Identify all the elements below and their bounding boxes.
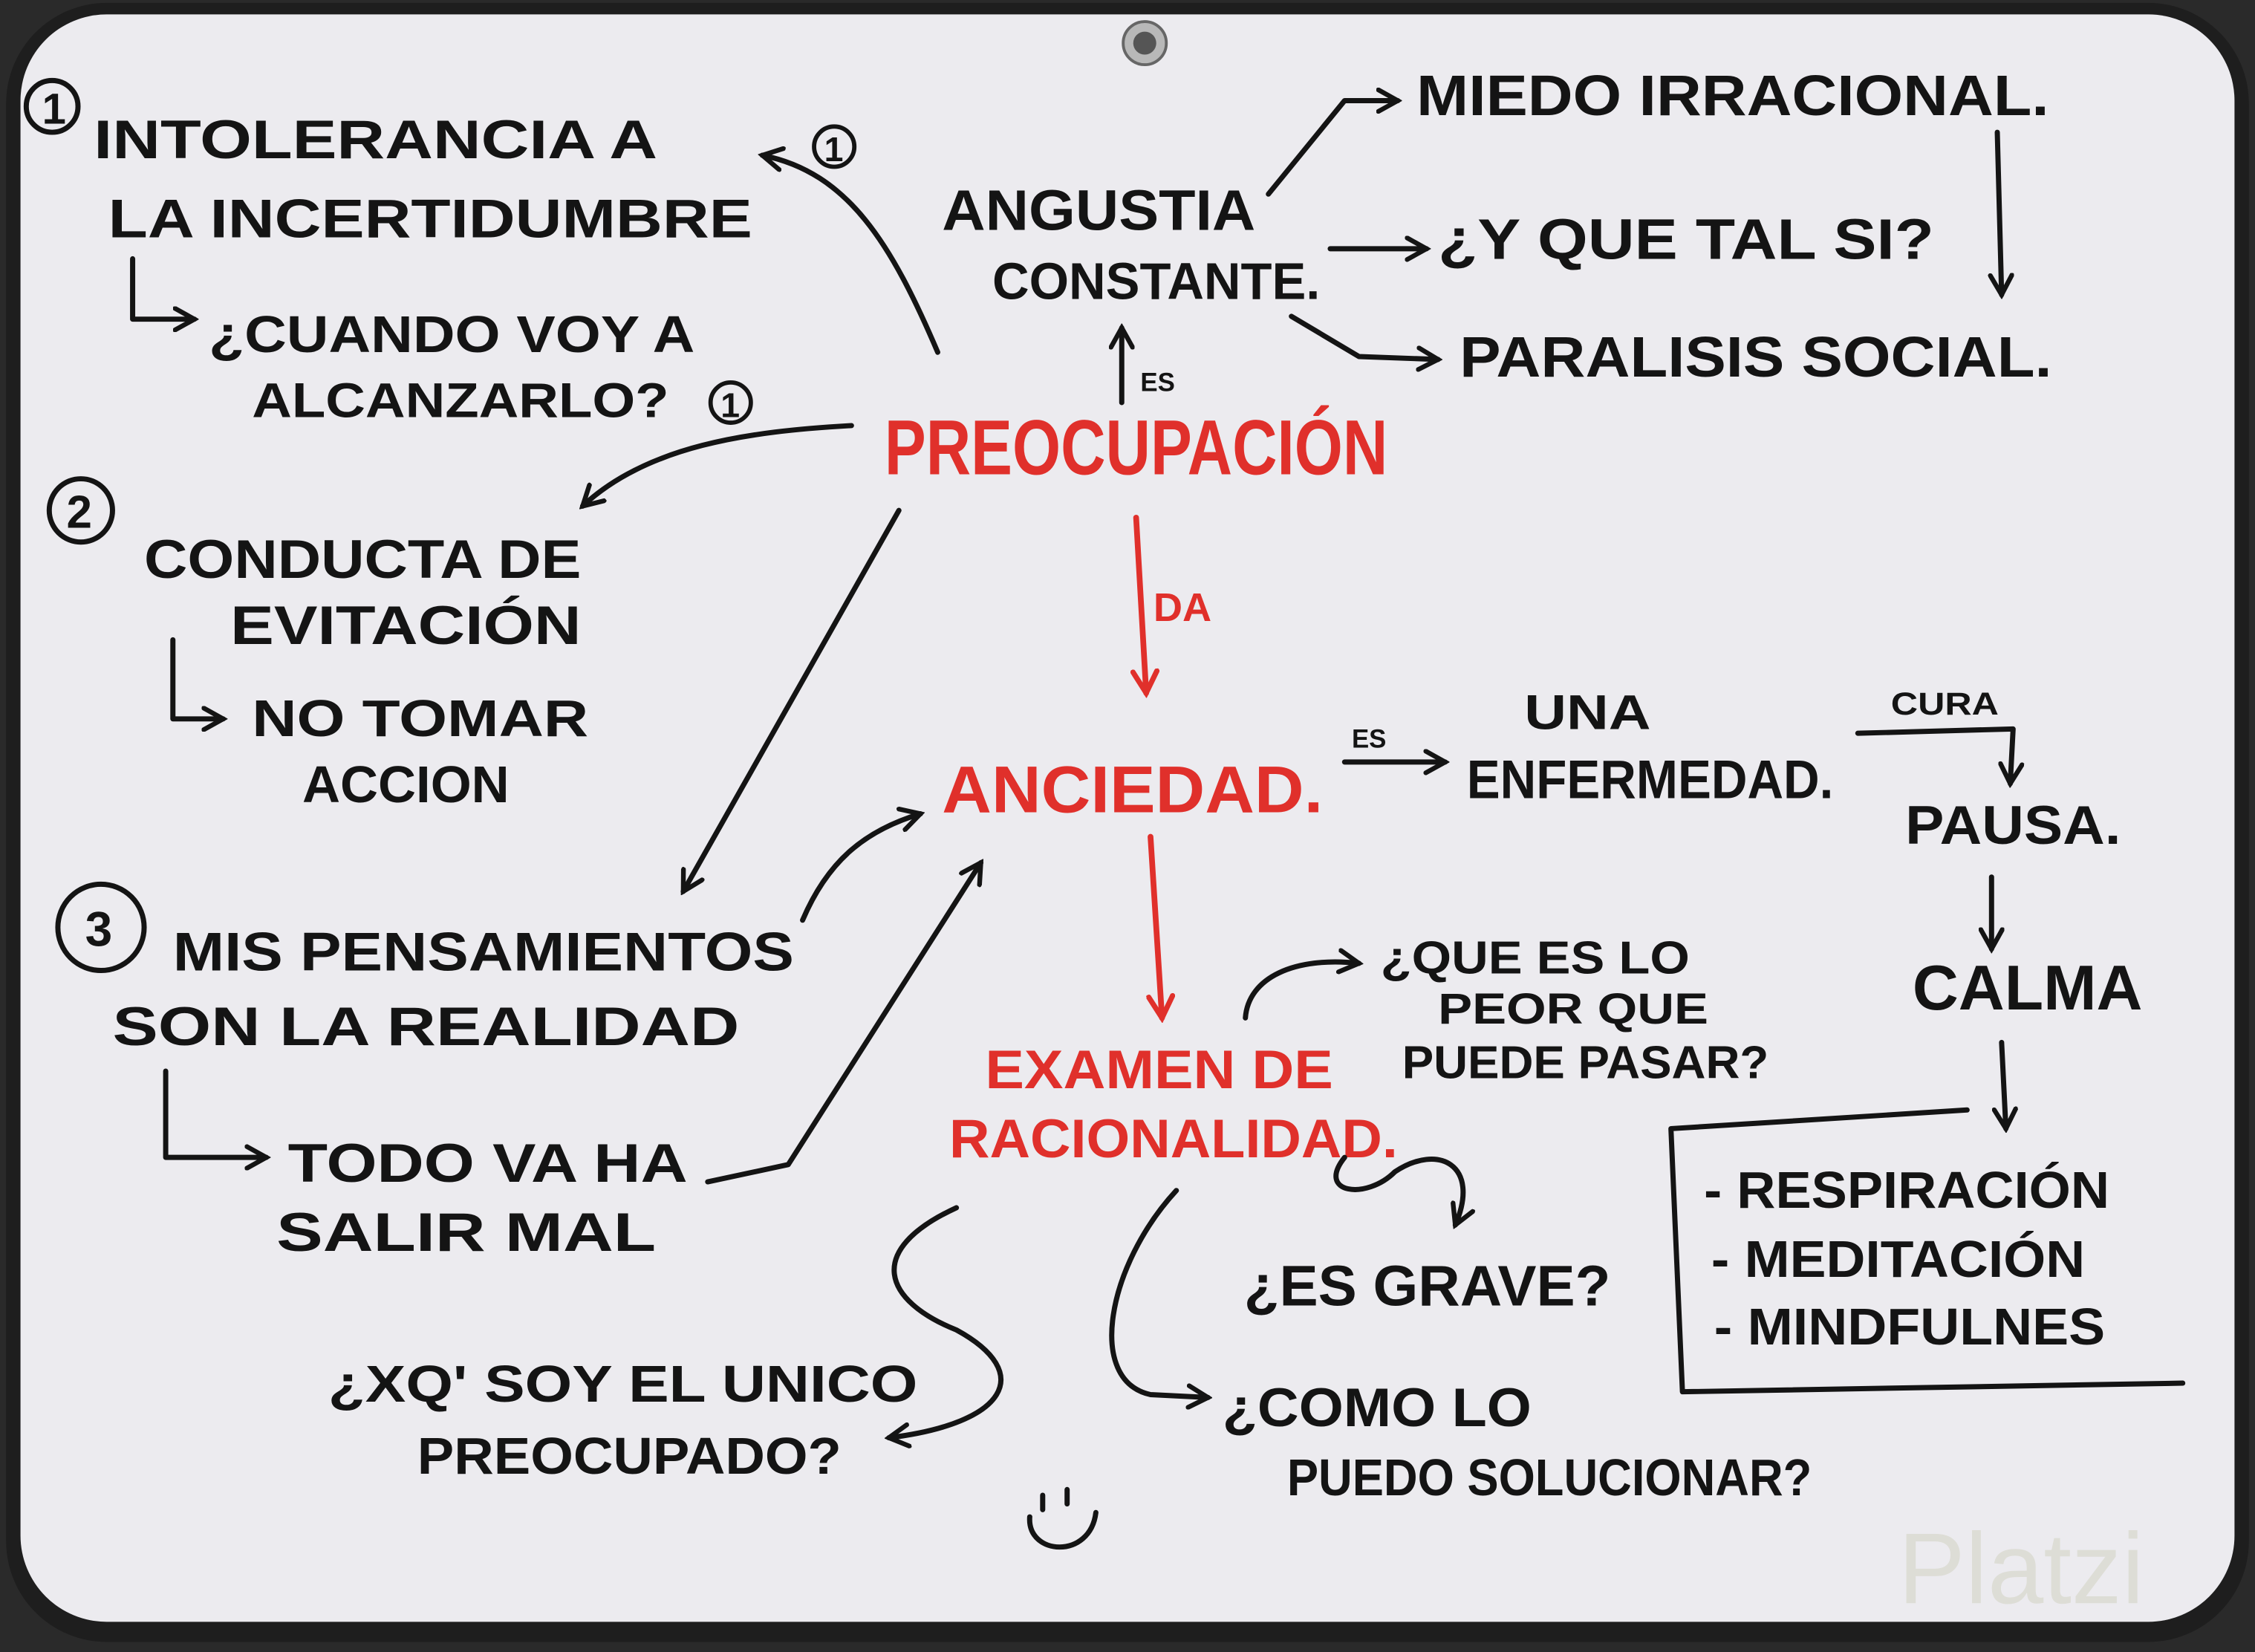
svg-text:1: 1	[42, 85, 66, 133]
enfermedad: ENFERMEDAD.	[1467, 748, 1834, 810]
arrow-conducta-notomar	[170, 637, 224, 718]
peor-line1: ¿QUE ES LO	[1381, 932, 1690, 983]
arrow-mark-2: 1	[708, 380, 753, 425]
mis-pensamientos-line2: SON LA REALIDAD	[112, 995, 739, 1057]
arrow-to-mis-pensamientos	[680, 507, 902, 891]
arrow-examen-xq	[889, 1205, 1003, 1438]
arrow-angustia-paralisis	[1289, 313, 1438, 360]
examen-line1: EXAMEN DE	[985, 1038, 1332, 1100]
arrow-preocupacion-anciedad	[1136, 514, 1147, 693]
todo-line1: TODO VA HA	[288, 1132, 688, 1194]
arrow-calma-techniques	[2002, 1039, 2006, 1128]
una: UNA	[1524, 684, 1650, 739]
xq-line2: PREOCUPADO?	[417, 1427, 842, 1485]
arrow-enfermedad-pausa	[1855, 726, 2013, 784]
intolerancia-line1: INTOLERANCIA A	[94, 108, 657, 170]
cuando-line2: ALCANZARLO?	[252, 372, 668, 427]
cuando-line1: ¿CUANDO VOY A	[209, 305, 694, 363]
xq-line1: ¿XQ' SOY EL UNICO	[328, 1355, 918, 1413]
intolerancia-line2: LA INCERTIDUMBRE	[108, 187, 752, 249]
label-es-up: ES	[1140, 368, 1174, 397]
todo-line2: SALIR MAL	[276, 1201, 656, 1263]
no-tomar-line2: ACCION	[302, 755, 510, 813]
angustia-line1: ANGUSTIA	[942, 179, 1255, 243]
arrow-to-intolerancia	[762, 155, 940, 355]
label-es: ES	[1352, 725, 1386, 754]
angustia-line2: CONSTANTE.	[992, 253, 1320, 310]
svg-text:2: 2	[67, 487, 92, 538]
number-badge-1: 1	[23, 77, 81, 135]
conducta-line2: EVITACIÓN	[230, 594, 581, 656]
number-badge-3: 3	[55, 881, 147, 974]
como-line2: PUEDO SOLUCIONAR?	[1287, 1448, 1812, 1506]
como-line1: ¿COMO LO	[1223, 1376, 1532, 1438]
arrow-to-conducta	[582, 423, 854, 506]
platzi-watermark: Platzi	[1898, 1512, 2144, 1625]
label-cura: CURA	[1891, 686, 1999, 722]
no-tomar-line1: NO TOMAR	[252, 689, 588, 747]
arrow-examen-peor	[1243, 962, 1359, 1021]
peor-line2: PEOR QUE	[1438, 985, 1708, 1033]
preocupacion-title: PREOCUPACIÓN	[885, 405, 1387, 492]
grommet-icon	[1122, 20, 1168, 67]
peor-line3: PUEDE PASAR?	[1402, 1038, 1769, 1089]
svg-text:1: 1	[824, 130, 844, 169]
arrow-anciedad-examen	[1151, 833, 1162, 1018]
examen-line2: RACIONALIDAD.	[949, 1108, 1398, 1169]
number-badge-2: 2	[46, 476, 115, 545]
technique-meditacion: - MEDITACIÓN	[1711, 1230, 2085, 1288]
label-da: DA	[1153, 585, 1211, 630]
pausa: PAUSA.	[1905, 794, 2121, 856]
technique-respiracion: - RESPIRACIÓN	[1704, 1161, 2109, 1219]
paralisis-social: PARALISIS SOCIAL.	[1460, 325, 2051, 389]
arrow-todo-to-anciedad	[705, 862, 981, 1185]
mis-pensamientos-line1: MIS PENSAMIENTOS	[173, 921, 794, 983]
smiley-face-icon	[1026, 1486, 1099, 1549]
arrow-examen-grave	[1333, 1154, 1463, 1225]
svg-text:1: 1	[720, 386, 740, 424]
conducta-line1: CONDUCTA DE	[144, 528, 581, 590]
arrow-miedo-paralisis	[1997, 129, 2002, 295]
arrow-angustia-miedo	[1266, 100, 1398, 197]
svg-text:3: 3	[85, 902, 113, 957]
que-tal-si: ¿Y QUE TAL SI?	[1438, 207, 1934, 271]
technique-mindfulnes: - MINDFULNES	[1714, 1298, 2105, 1356]
arrow-mis-to-anciedad	[800, 814, 921, 923]
arrow-intolerancia-cuando	[130, 256, 195, 319]
board-surface	[20, 14, 2235, 1622]
arrow-mis-todo	[163, 1068, 266, 1157]
es-grave: ¿ES GRAVE?	[1244, 1255, 1611, 1318]
anciedad-title: ANCIEDAD.	[942, 752, 1323, 827]
arrow-mark-1: 1	[812, 124, 857, 169]
miedo-irracional: MIEDO IRRACIONAL.	[1416, 64, 2049, 128]
techniques-box	[1668, 1107, 2186, 1395]
arrow-examen-como	[1109, 1188, 1208, 1398]
calma: CALMA	[1913, 953, 2143, 1024]
